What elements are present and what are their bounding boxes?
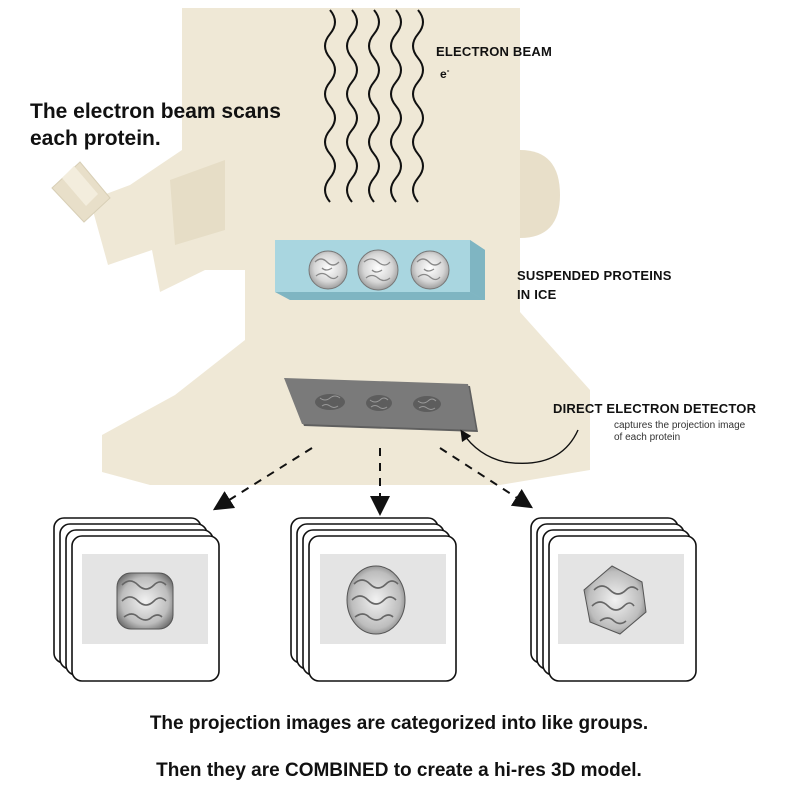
image-stack-left xyxy=(53,517,220,682)
detector-label: DIRECT ELECTRON DETECTOR xyxy=(553,401,757,416)
detector-caption-line2: of each protein xyxy=(614,432,681,443)
electron-beam xyxy=(324,9,424,203)
detector-caption: captures the projection image of each pr… xyxy=(614,420,784,444)
caption-combine: Then they are COMBINED to create a hi-re… xyxy=(156,760,642,781)
protein-particle xyxy=(308,250,348,290)
electron-beam-label: ELECTRON BEAM xyxy=(436,44,552,59)
arrow-right xyxy=(439,447,534,509)
caption-categorize: The projection images are categorized in… xyxy=(149,713,649,734)
image-stack-right xyxy=(530,517,697,682)
detector-pointer-arrow xyxy=(460,429,579,464)
protein-projection xyxy=(583,565,647,635)
protein-particle xyxy=(357,249,399,291)
intro-text: The electron beam scans each protein. xyxy=(30,100,281,150)
projection-arrows xyxy=(212,447,534,516)
image-stack-center xyxy=(290,517,457,682)
protein-particle xyxy=(410,250,450,290)
ice-block xyxy=(275,240,485,300)
protein-projection xyxy=(116,572,174,630)
protein-projection xyxy=(346,565,406,635)
ice-label-line2: IN ICE xyxy=(517,287,557,302)
ice-label-line1: SUSPENDED PROTEINS xyxy=(517,268,672,283)
detector-caption-line1: captures the projection image xyxy=(614,420,746,431)
electron-detector xyxy=(284,378,478,432)
electron-symbol: e- xyxy=(440,66,450,81)
arrow-left xyxy=(212,447,313,511)
